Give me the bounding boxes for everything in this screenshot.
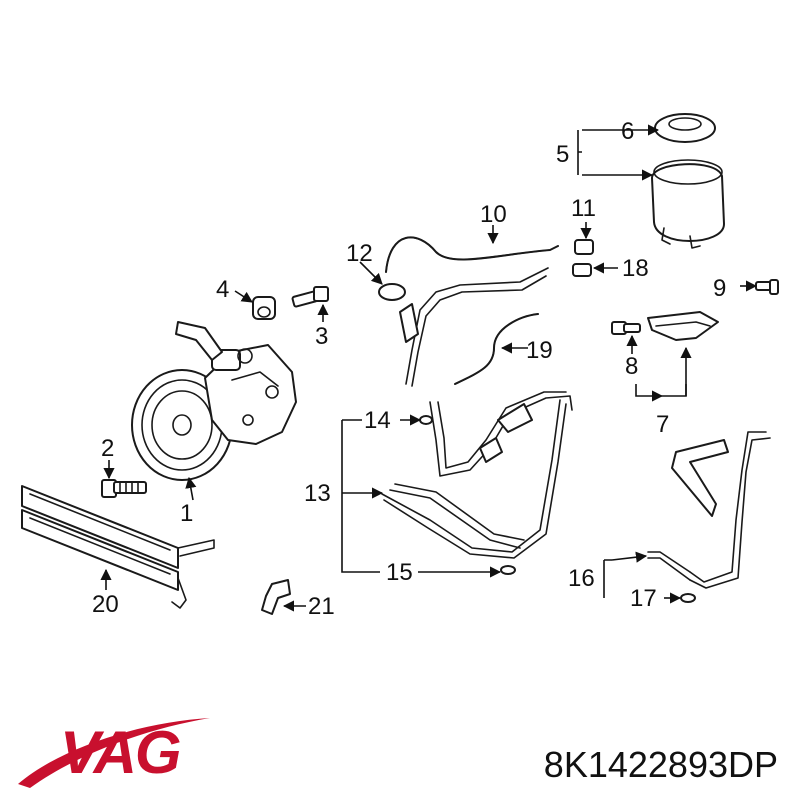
cooler-line-icon [647,431,771,603]
bracket-icon [611,311,719,341]
clamp-icon [378,283,406,301]
callout-21: 21 [308,593,335,620]
hose-icon [385,236,559,273]
callout-labels: 1 2 3 4 5 6 7 8 9 10 11 12 13 14 15 16 1… [92,118,726,620]
callout-19: 19 [526,337,553,364]
callout-7: 7 [656,411,669,438]
bolt-icon [755,279,779,295]
clamp-icon [572,239,594,277]
callout-8: 8 [625,353,638,380]
callout-14: 14 [364,407,391,434]
callout-2: 2 [101,435,114,462]
callout-20: 20 [92,591,119,618]
callout-17: 17 [630,585,657,612]
callout-9: 9 [713,275,726,302]
callout-13: 13 [304,480,331,507]
hose-icon [454,313,539,385]
power-steering-pump-icon [131,321,297,481]
callout-1: 1 [180,500,193,527]
reservoir-cap-icon [654,113,716,143]
callout-18: 18 [622,255,649,282]
part-number: 8K1422893DP [543,744,778,785]
oil-cooler-icon [21,485,215,609]
pressure-line-icon [399,267,549,387]
brand-logo: VAG [60,719,182,786]
callout-11: 11 [571,195,596,222]
bushing-icon [252,296,276,320]
callout-12: 12 [346,240,373,267]
logo-swoosh-icon [18,718,210,788]
bolt-icon [101,479,147,498]
reservoir-icon [651,159,725,249]
callout-4: 4 [216,276,229,303]
return-line-assembly-icon [381,391,573,575]
leader-lines [100,124,758,612]
clip-icon [261,579,291,615]
callout-6: 6 [621,118,634,145]
callout-10: 10 [480,201,507,228]
callout-5: 5 [556,141,569,168]
callout-3: 3 [315,323,328,350]
bolt-icon [291,286,329,308]
callout-15: 15 [386,559,413,586]
callout-16: 16 [568,565,595,592]
